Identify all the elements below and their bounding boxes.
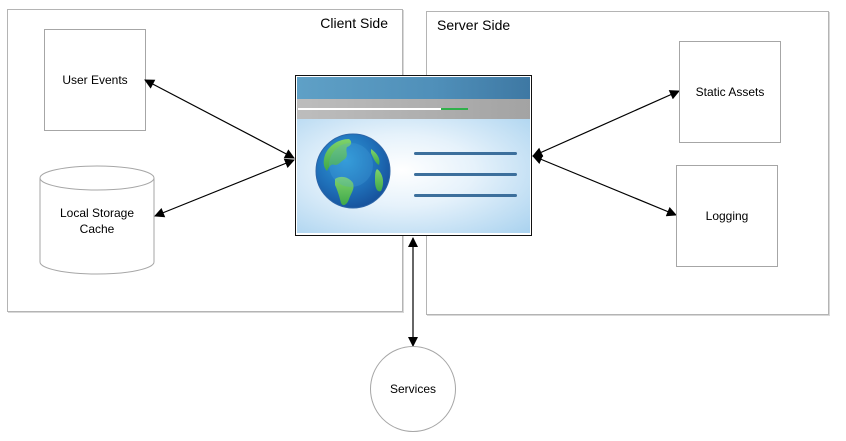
connector-logging (532, 154, 677, 217)
services-node[interactable]: Services (370, 346, 456, 432)
address-bar (298, 108, 441, 110)
logging-node[interactable]: Logging (676, 165, 778, 267)
client-side-title: Client Side (320, 15, 388, 31)
server-side-title: Server Side (437, 17, 511, 33)
user-events-label: User Events (62, 73, 128, 87)
user-events-node[interactable]: User Events (44, 29, 146, 131)
services-label: Services (389, 382, 436, 396)
browser-titlebar (297, 77, 530, 99)
connector-static-assets (532, 90, 680, 157)
content-text-line (414, 173, 517, 176)
connector-user-events (144, 79, 295, 159)
content-text-line (414, 194, 517, 197)
web-browser-icon[interactable] (295, 75, 532, 236)
static-assets-node[interactable]: Static Assets (679, 41, 781, 143)
browser-toolbar (297, 99, 530, 119)
logging-label: Logging (705, 209, 749, 223)
progress-indicator (441, 108, 468, 110)
browser-content (297, 119, 530, 233)
content-text-line (414, 152, 517, 155)
globe-icon (315, 133, 391, 209)
static-assets-label: Static Assets (695, 85, 765, 99)
connector-local-storage (154, 158, 295, 218)
local-storage-cache-node[interactable] (39, 165, 155, 275)
